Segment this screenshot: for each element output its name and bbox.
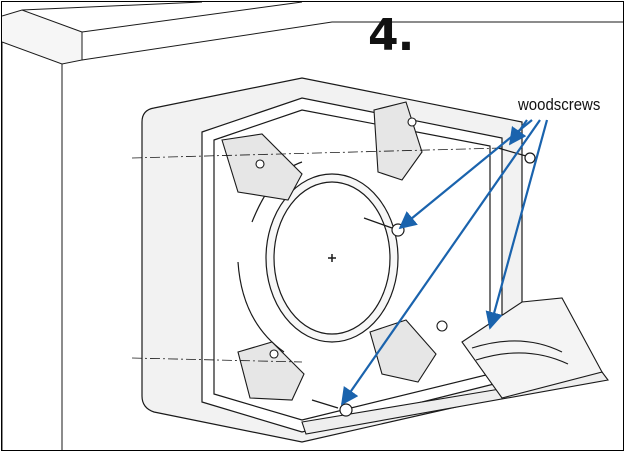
woodscrews-label: woodscrews <box>518 95 601 114</box>
arrow-icon <box>340 119 549 406</box>
alignment-lines <box>131 147 503 363</box>
fan-disk <box>237 161 399 353</box>
step-number: 4. <box>368 10 414 61</box>
clamp-brackets <box>221 101 448 401</box>
